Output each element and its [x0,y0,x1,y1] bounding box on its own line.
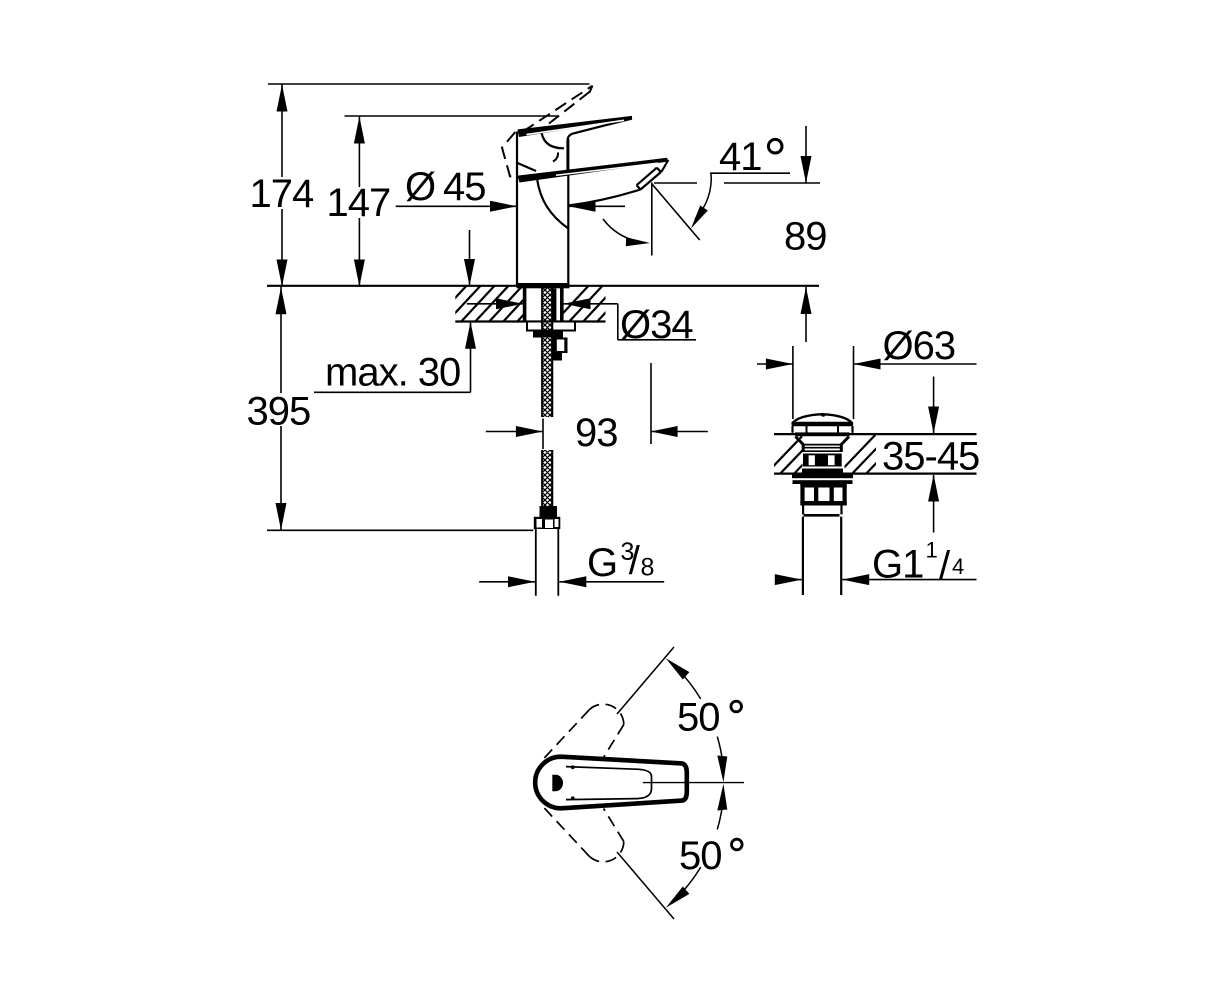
svg-text:4: 4 [952,554,964,579]
svg-text:147: 147 [327,181,391,225]
svg-text:50: 50 [677,696,720,740]
svg-text:8: 8 [641,554,655,582]
svg-text:41: 41 [719,135,762,179]
svg-text:45: 45 [443,165,486,209]
svg-text:Ø: Ø [405,165,435,209]
svg-text:/: / [629,539,641,583]
svg-text:3: 3 [621,538,635,566]
svg-text:G: G [587,541,617,585]
svg-text:max. 30: max. 30 [325,351,460,395]
svg-text:35-45: 35-45 [882,435,979,479]
svg-text:93: 93 [575,411,618,455]
svg-text:174: 174 [250,172,314,216]
svg-text:395: 395 [247,390,311,434]
svg-text:1: 1 [926,538,938,563]
svg-text:Ø34: Ø34 [620,303,693,347]
svg-text:89: 89 [784,215,827,259]
svg-text:50: 50 [679,834,722,878]
svg-text:Ø63: Ø63 [883,324,956,368]
svg-text:G1: G1 [872,543,923,587]
svg-text:/: / [939,544,951,588]
